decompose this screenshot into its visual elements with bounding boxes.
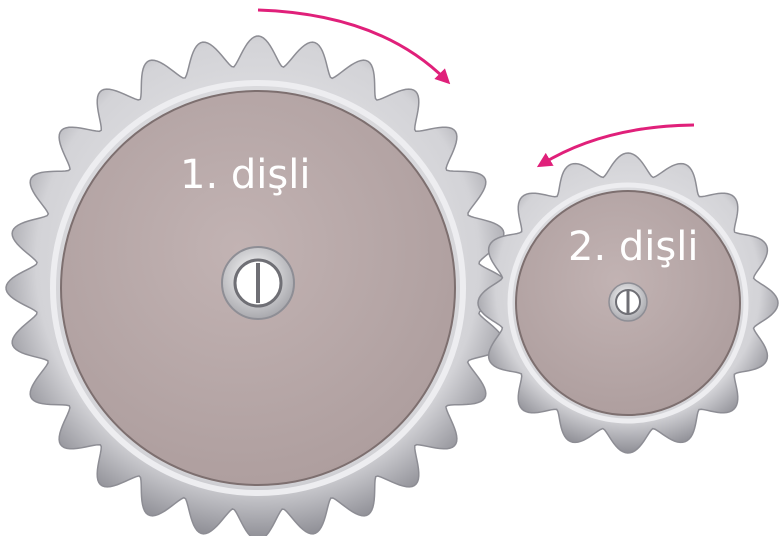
rotation-arrow-gear-2	[536, 123, 695, 168]
gear-2: 2. dişli	[477, 152, 779, 454]
gear-1: 1. dişli	[5, 35, 511, 536]
gear-2-label: 2. dişli	[568, 224, 698, 270]
rotation-arrow-gear-1	[257, 8, 451, 85]
gear-1-label: 1. dişli	[180, 152, 310, 198]
gear-2-rim	[507, 182, 749, 424]
gear-1-hub	[221, 246, 295, 320]
gear-1-rim	[50, 80, 466, 496]
gear-2-hub	[608, 282, 648, 322]
